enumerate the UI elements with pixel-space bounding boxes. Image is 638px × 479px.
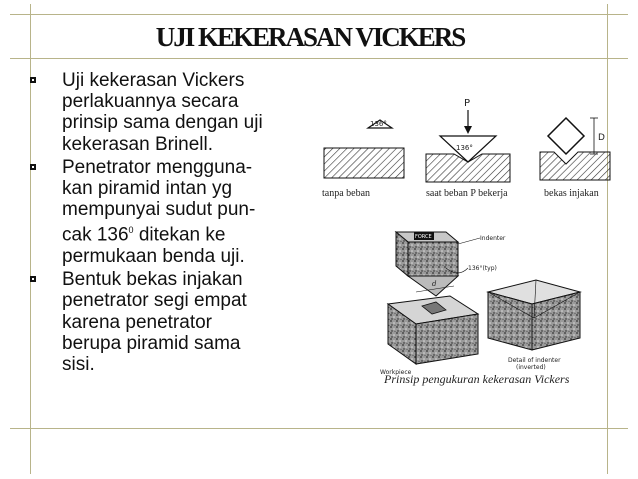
degree-superscript: 0: [128, 225, 134, 236]
angle-label: 136°: [370, 120, 387, 128]
bullet-line: prinsip sama dengan uji: [62, 112, 263, 134]
bullet-line: berupa piramid sama: [62, 332, 241, 354]
specimen-block: [425, 153, 511, 183]
specimen-block: [539, 151, 611, 181]
angle-typ-label: 136°(typ): [468, 265, 497, 272]
force-tag: [414, 232, 434, 240]
bullet-item: Penetrator mengguna- kan piramid intan y…: [16, 157, 316, 267]
bullet-line: sisi.: [62, 353, 95, 375]
bullet-line: mempunyai sudut pun-: [62, 199, 256, 221]
indenter-label: Indenter: [480, 235, 506, 242]
caption-under-load: saat beban P bekerja: [426, 188, 508, 199]
angle-arc: [445, 267, 469, 274]
bullet-line: perlakuannya secara: [62, 91, 239, 113]
bullet-item: Bentuk bekas injakan penetrator segi emp…: [16, 269, 316, 375]
indenter-tip: [406, 275, 460, 297]
figure-caption: Prinsip pengukuran kekerasan Vickers: [384, 372, 570, 386]
slide-title: UJI KEKERASAN VICKERS: [155, 22, 467, 52]
detail-label: Detail of indenter: [508, 357, 561, 364]
edge-line: [487, 291, 535, 319]
bullet-square-icon: [30, 163, 36, 170]
dimension-line: [415, 285, 455, 293]
bullet-line: cak 1360 ditekan ke: [62, 220, 316, 246]
3d-illustration: FORCE Indenter 136°(typ) d Workpiece Det…: [380, 230, 582, 376]
bullet-line: Penetrator mengguna-: [62, 156, 253, 178]
bullet-list: Uji kekerasan Vickers perlakuannya secar…: [16, 70, 316, 377]
bullet-line: karena penetrator: [62, 311, 212, 333]
workpiece-front: [415, 313, 479, 365]
vickers-figure: 136° P 136° D FO: [318, 92, 618, 402]
panel-indentation: D: [539, 116, 611, 181]
detail-right: [531, 291, 581, 351]
workpiece-label: Workpiece: [380, 369, 412, 376]
bullet-square-icon: [30, 77, 36, 83]
edge-line: [533, 291, 581, 319]
indenter-tip-shape: [366, 119, 394, 129]
indent-mark: [421, 301, 447, 315]
bullet-text: cak 136: [62, 224, 129, 246]
panel-under-load: P 136°: [425, 98, 511, 183]
caption-no-load: tanpa beban: [322, 188, 371, 199]
title-rule: [10, 58, 628, 59]
bullet-square-icon: [30, 276, 36, 283]
frame-top-line: [10, 14, 628, 15]
edge-line: [533, 279, 537, 319]
detail-label: (inverted): [516, 364, 546, 371]
depth-label: D: [598, 133, 605, 143]
bullet-line: permukaan benda uji.: [62, 245, 245, 267]
bullet-line: Bentuk bekas injakan: [62, 269, 243, 291]
bullet-text: ditekan ke: [133, 224, 226, 246]
vickers-diagram: 136° P 136° D FO: [323, 98, 611, 376]
panel-no-load: 136°: [323, 119, 405, 179]
force-label: FORCE: [415, 234, 432, 240]
caption-indentation: bekas injakan: [544, 188, 599, 199]
d-label: d: [432, 280, 437, 288]
frame-left-line: [30, 4, 31, 474]
bullet-line: kan piramid intan yg: [62, 178, 233, 200]
angle-label: 136°: [456, 144, 473, 152]
indenter-shape: [438, 135, 498, 163]
load-label: P: [464, 98, 470, 109]
bottom-rule: [10, 428, 628, 429]
bullet-item: Uji kekerasan Vickers perlakuannya secar…: [16, 70, 316, 155]
arrow-head-icon: [464, 126, 472, 134]
bullet-line: penetrator segi empat: [62, 290, 247, 312]
bullet-line: Uji kekerasan Vickers: [62, 70, 245, 91]
bullet-line: kekerasan Brinell.: [62, 133, 214, 155]
diamond-indenter-icon: [546, 116, 586, 156]
frame-right-line: [607, 4, 608, 474]
specimen-block: [323, 147, 405, 179]
leader-line: [457, 237, 481, 245]
